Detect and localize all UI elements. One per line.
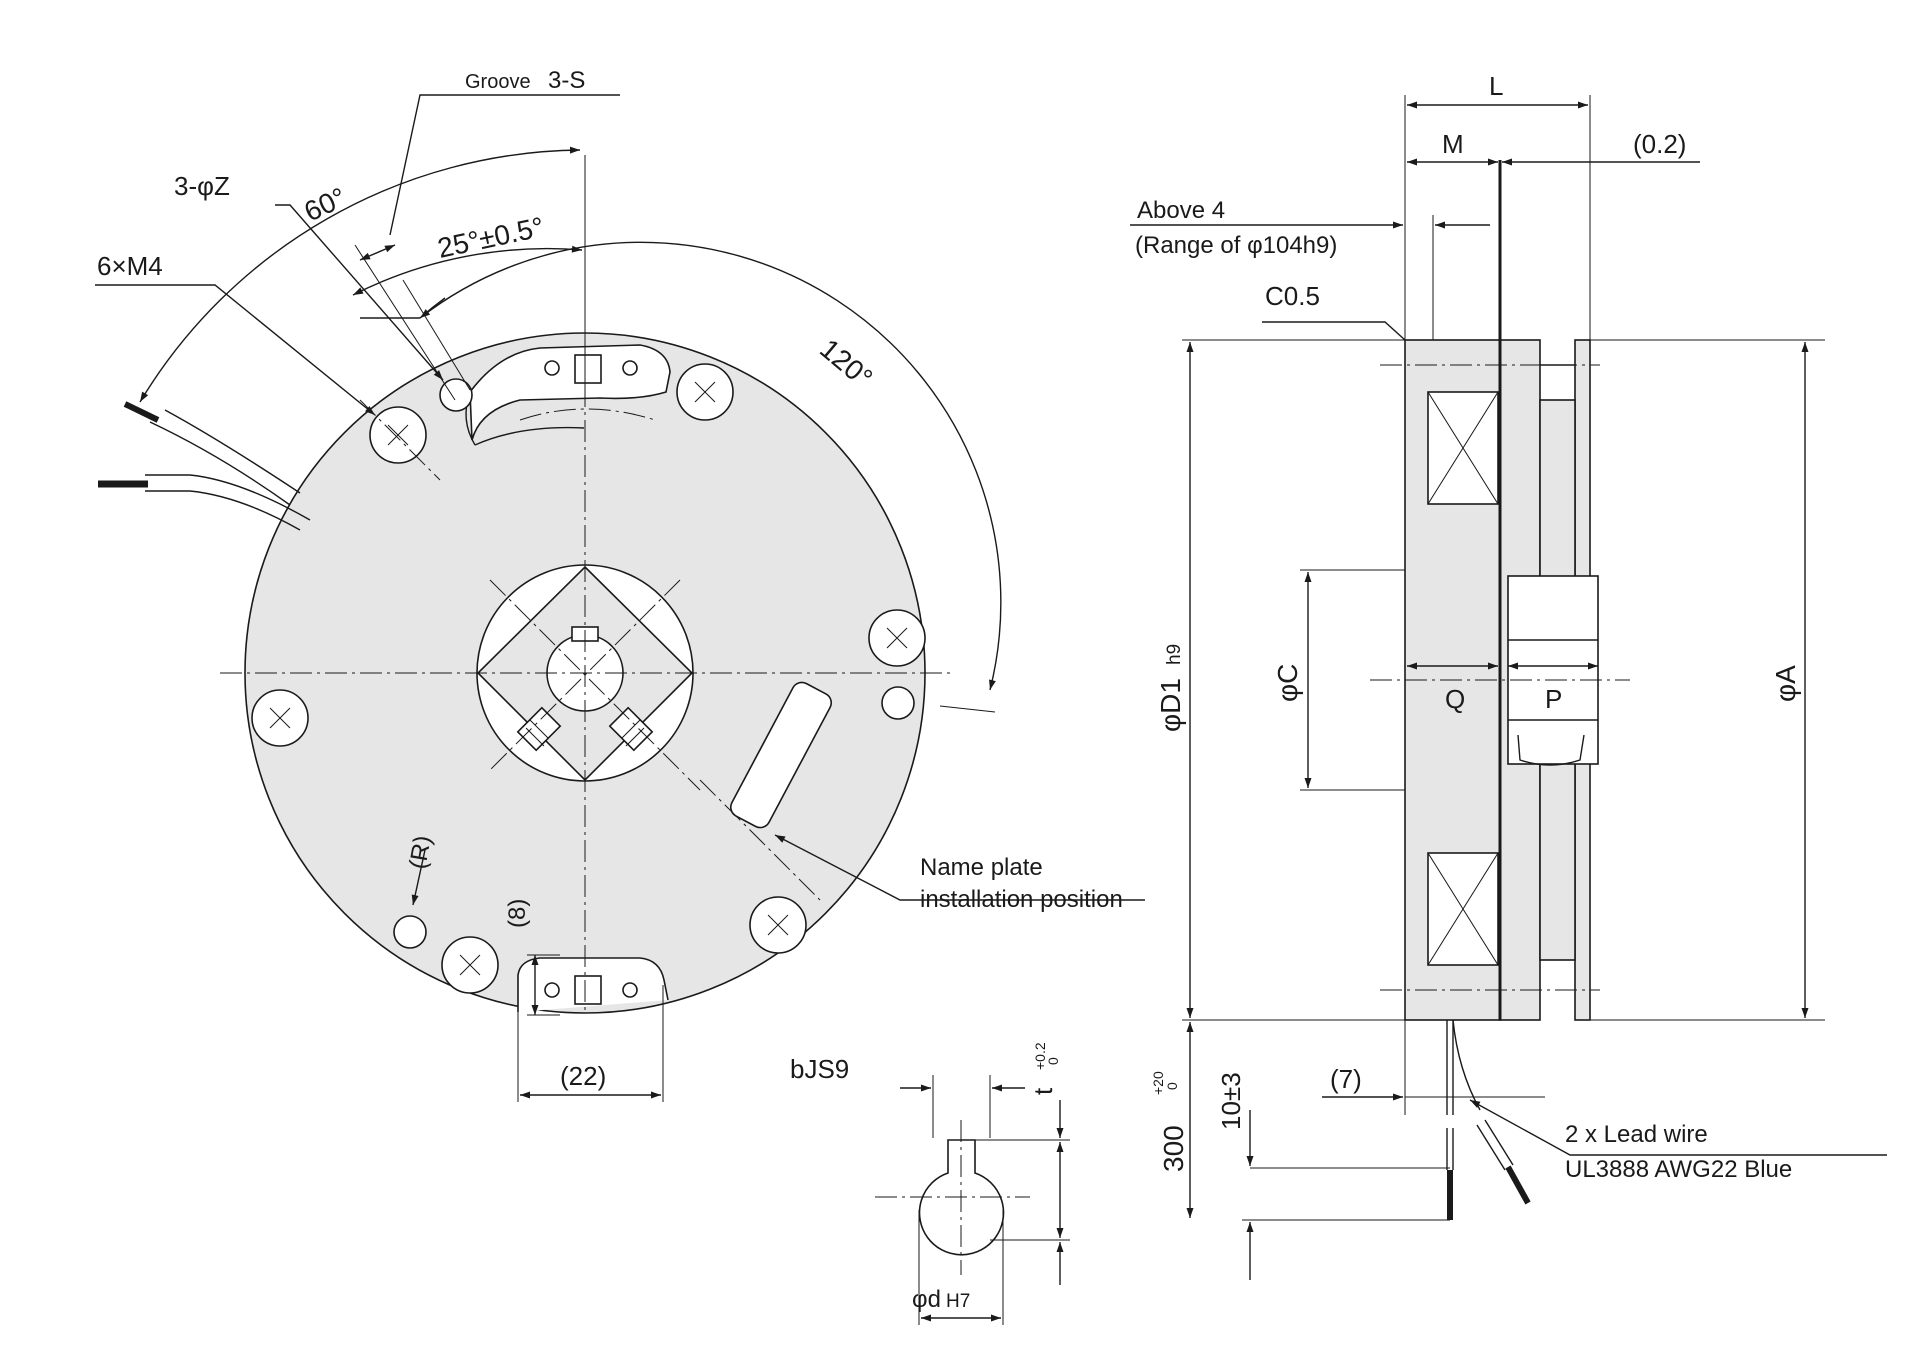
dim-7-label: (7)	[1330, 1064, 1362, 1094]
angle-25-label: 25°±0.5°	[435, 211, 547, 264]
lead-wire-line2: UL3888 AWG22 Blue	[1565, 1156, 1792, 1183]
dim-l-label: L	[1489, 71, 1503, 101]
keyway-d-label: φd	[912, 1286, 941, 1313]
dim-gap-label: (0.2)	[1633, 129, 1686, 159]
thread-label: 6×M4	[97, 251, 163, 281]
side-spring	[1517, 734, 1585, 766]
nameplate-label-line1: Name plate	[920, 854, 1043, 881]
front-linear-dims	[517, 954, 664, 1102]
dim-d1-tol: h9	[1164, 644, 1185, 665]
dim-r-label: (R)	[404, 834, 436, 872]
dim-300-upper-tol: +20	[1150, 1071, 1166, 1095]
angle-120-label: 120°	[814, 333, 878, 394]
lead-wire-line1: 2 x Lead wire	[1565, 1121, 1708, 1148]
above-label-line1: Above 4	[1137, 197, 1225, 224]
hole-label: 3-φZ	[174, 171, 230, 201]
dim-10-label: 10±3	[1216, 1072, 1246, 1130]
dim-p-label: P	[1545, 684, 1562, 714]
groove-hole-2	[881, 686, 915, 720]
keyway-t-upper-tol: +0.2	[1032, 1042, 1048, 1070]
dim-m-label: M	[1442, 129, 1464, 159]
side-center-block	[1507, 575, 1599, 765]
dim-c-label: φC	[1272, 664, 1303, 702]
dim-d1-label: φD1	[1155, 678, 1186, 732]
keyway-b-label: bJS9	[790, 1054, 849, 1084]
nameplate-label-line2: installation position	[920, 886, 1123, 913]
groove-value: 3-S	[548, 67, 585, 94]
above-label-line2: (Range of φ104h9)	[1135, 232, 1337, 259]
coil-bottom	[1427, 852, 1499, 966]
dim-22-label: (22)	[560, 1061, 606, 1091]
dim-q-label: Q	[1445, 684, 1465, 714]
front-leader-lines	[95, 94, 1145, 906]
dim-300-label: 300	[1158, 1125, 1189, 1172]
dim-8-label: (8)	[504, 899, 531, 928]
side-extension-lines	[1182, 95, 1825, 1221]
front-lead-wires	[98, 401, 311, 531]
side-lead-wires	[1446, 1019, 1887, 1220]
keyway-d-tol: H7	[946, 1291, 970, 1312]
groove-label: Groove	[465, 71, 531, 93]
set-screw-right	[608, 706, 654, 752]
keyway-detail: bJS9 t +0.2 0 φd H7	[790, 1042, 1070, 1325]
chamfer-label: C0.5	[1265, 281, 1320, 311]
front-view: Groove 3-S 3-φZ 6×M4 60° 25°±0.5° 120° (…	[95, 67, 1145, 1102]
groove-hole-3	[393, 915, 427, 949]
dim-a-label: φA	[1770, 665, 1801, 702]
coil-top	[1427, 391, 1499, 505]
dim-300-lower-tol: 0	[1164, 1082, 1180, 1090]
side-dimension-lines	[1130, 101, 1809, 1280]
keyway-t-label: t	[1028, 1087, 1058, 1095]
keyway-t-lower-tol: 0	[1045, 1057, 1061, 1065]
side-view: L M (0.2) Above 4 (Range of φ104h9) C0.5…	[1130, 71, 1887, 1280]
angle-60-label: 60°	[299, 181, 350, 227]
